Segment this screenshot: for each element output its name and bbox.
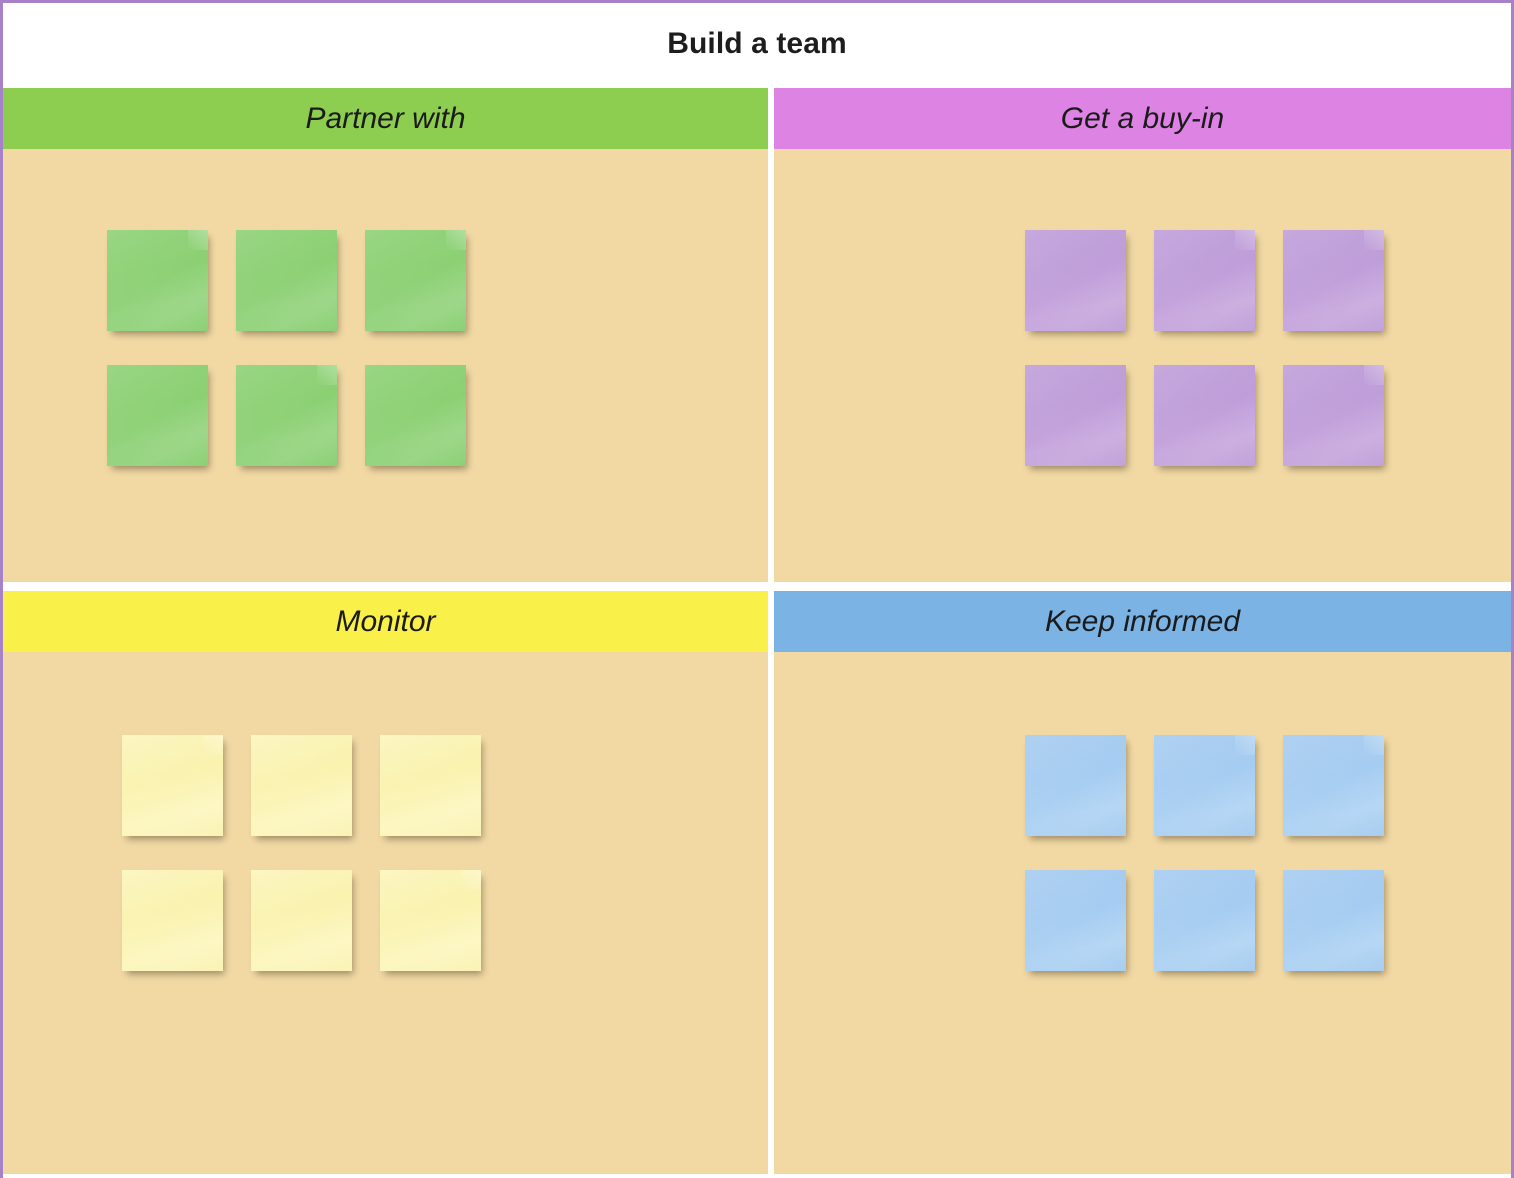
quadrant-header-get-a-buy-in: Get a buy-in bbox=[774, 88, 1511, 149]
sticky-note-group-get-a-buy-in bbox=[1025, 230, 1384, 466]
sticky-note[interactable] bbox=[1154, 230, 1255, 331]
quadrant-body-keep-informed[interactable] bbox=[774, 652, 1511, 1174]
sticky-note[interactable] bbox=[1025, 365, 1126, 466]
quadrant-monitor[interactable]: Monitor bbox=[3, 591, 768, 1178]
sticky-note[interactable] bbox=[1025, 870, 1126, 971]
sticky-note[interactable] bbox=[1283, 735, 1384, 836]
sticky-note[interactable] bbox=[1283, 230, 1384, 331]
sticky-note[interactable] bbox=[380, 870, 481, 971]
sticky-note[interactable] bbox=[1154, 870, 1255, 971]
sticky-note[interactable] bbox=[1025, 735, 1126, 836]
sticky-note[interactable] bbox=[236, 230, 337, 331]
sticky-note[interactable] bbox=[1025, 230, 1126, 331]
sticky-note[interactable] bbox=[1283, 870, 1384, 971]
sticky-note[interactable] bbox=[1154, 365, 1255, 466]
page-title: Build a team bbox=[3, 3, 1511, 85]
sticky-note[interactable] bbox=[1154, 735, 1255, 836]
sticky-note[interactable] bbox=[122, 870, 223, 971]
sticky-note-group-monitor bbox=[122, 735, 481, 971]
sticky-note[interactable] bbox=[251, 870, 352, 971]
sticky-note[interactable] bbox=[380, 735, 481, 836]
sticky-note-group-partner-with bbox=[107, 230, 466, 466]
quadrant-body-get-a-buy-in[interactable] bbox=[774, 149, 1511, 582]
quadrant-header-monitor: Monitor bbox=[3, 591, 768, 652]
sticky-note[interactable] bbox=[251, 735, 352, 836]
quadrant-header-partner-with: Partner with bbox=[3, 88, 768, 149]
quadrant-get-a-buy-in[interactable]: Get a buy-in bbox=[774, 88, 1511, 586]
quadrant-body-monitor[interactable] bbox=[3, 652, 768, 1174]
quadrant-keep-informed[interactable]: Keep informed bbox=[774, 591, 1511, 1178]
sticky-note[interactable] bbox=[122, 735, 223, 836]
quadrant-header-keep-informed: Keep informed bbox=[774, 591, 1511, 652]
sticky-note[interactable] bbox=[365, 365, 466, 466]
sticky-note[interactable] bbox=[107, 230, 208, 331]
quadrant-grid: Partner with Get a buy-in bbox=[3, 88, 1511, 1178]
sticky-note[interactable] bbox=[236, 365, 337, 466]
sticky-note[interactable] bbox=[107, 365, 208, 466]
sticky-note-group-keep-informed bbox=[1025, 735, 1384, 971]
sticky-note[interactable] bbox=[365, 230, 466, 331]
sticky-note[interactable] bbox=[1283, 365, 1384, 466]
quadrant-body-partner-with[interactable] bbox=[3, 149, 768, 582]
quadrant-partner-with[interactable]: Partner with bbox=[3, 88, 768, 586]
